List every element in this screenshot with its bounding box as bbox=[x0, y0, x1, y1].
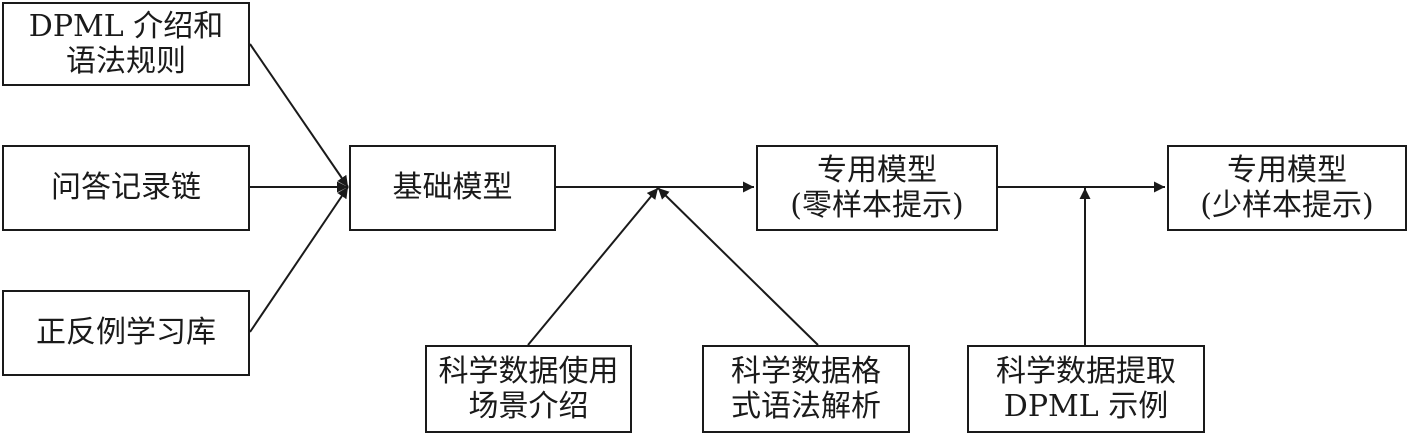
base-model-box: 基础模型 bbox=[349, 145, 556, 231]
arrow-examples-to-base bbox=[249, 186, 349, 333]
format-syntax-box: 科学数据格 式语法解析 bbox=[702, 345, 910, 433]
qa-chain-box: 问答记录链 bbox=[2, 145, 250, 231]
few-shot-model-box: 专用模型 (少样本提示) bbox=[1167, 145, 1407, 231]
dpml-intro-box: DPML 介绍和 语法规则 bbox=[2, 2, 250, 86]
example-library-box: 正反例学习库 bbox=[2, 290, 250, 376]
extract-example-box: 科学数据提取 DPML 示例 bbox=[967, 345, 1205, 433]
arrow-dpml-to-base bbox=[249, 43, 349, 188]
arrow-format-to-main bbox=[657, 187, 819, 346]
scenario-intro-box: 科学数据使用 场景介绍 bbox=[425, 345, 632, 433]
arrow-scenario-to-main bbox=[527, 187, 659, 346]
zero-shot-model-box: 专用模型 (零样本提示) bbox=[756, 145, 998, 231]
